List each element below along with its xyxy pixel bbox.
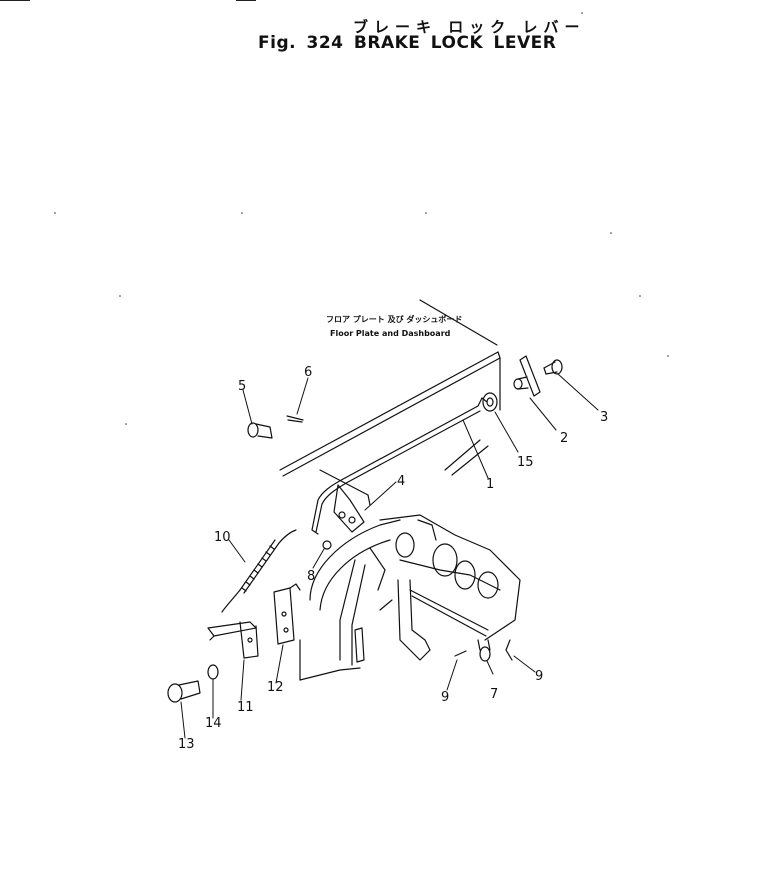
annotation-leader [419,299,498,346]
bracket-2 [513,355,541,397]
plate-12 [273,583,301,645]
lock-rod [311,397,488,535]
leader-lines [180,373,599,739]
top-rule-left [0,0,30,1]
cotter-pin-9-right [505,639,513,661]
part-number-8: 8 [307,569,315,584]
washer-8 [322,540,332,550]
nut-15 [482,392,498,412]
cotter-pin-9-left [454,650,467,657]
part-number-5: 5 [238,379,246,394]
scan-specks [54,12,669,425]
annotation-english: Floor Plate and Dashboard [330,329,451,338]
clevis-7 [477,639,491,662]
part-number-3: 3 [600,410,608,425]
part-number-2: 2 [560,431,568,446]
cotter-pin-6 [286,415,304,423]
top-rule-mid [236,0,256,1]
part-number-14: 14 [205,716,222,731]
part-number-15: 15 [517,455,534,470]
part-number-10: 10 [214,530,231,545]
part-number-1: 1 [486,477,494,492]
bolt-13 [167,680,201,703]
part-number-11: 11 [237,700,254,715]
bolt-3 [543,359,563,375]
figure-title: Fig. 324 BRAKE LOCK LEVER [258,33,557,53]
spring-10 [221,529,297,613]
pin-5 [247,422,273,439]
part-number-4: 4 [397,474,405,489]
part-number-7: 7 [490,687,498,702]
link-rod [409,589,489,637]
part-number-9-right: 9 [535,669,543,684]
washer-14 [207,664,219,680]
part-number-12: 12 [267,680,284,695]
part-number-13: 13 [178,737,195,752]
part-number-6: 6 [304,365,312,380]
lever-plate-4 [333,484,365,533]
part-number-9-left: 9 [441,690,449,705]
pedal-assembly [299,514,521,681]
annotation-japanese: フロア プレート 及び ダッシュボード [326,314,462,324]
title-japanese: ブレーキ ロック レバー [353,18,586,36]
bracket-11 [207,621,259,659]
